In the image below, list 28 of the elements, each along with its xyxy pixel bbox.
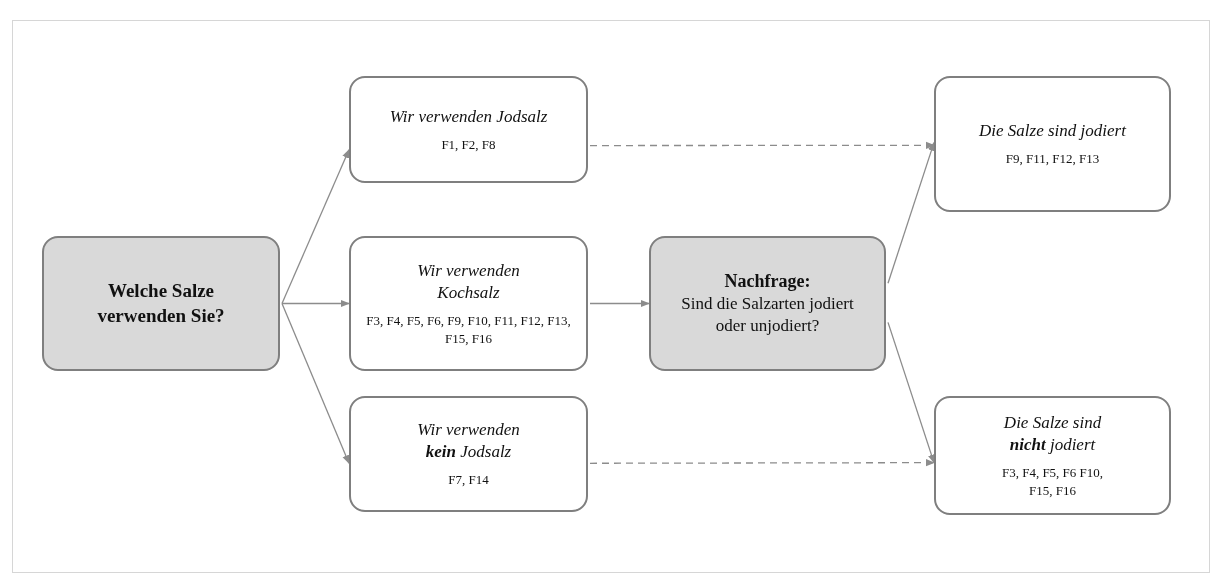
answer-box bbox=[349, 396, 588, 512]
box-heading: Wir verwenden kein Jodsalz bbox=[416, 419, 521, 464]
answer-box bbox=[934, 396, 1171, 515]
respondent-list: F1, F2, F8 bbox=[441, 135, 496, 154]
arrow bbox=[281, 302, 350, 465]
respondent-list: F7, F14 bbox=[448, 471, 489, 489]
question-box bbox=[42, 236, 280, 371]
question-box bbox=[649, 236, 886, 371]
answer-box bbox=[349, 76, 588, 183]
respondent-list: F3, F4, F5, F6, F9, F10, F11, F12, F13, F15, F16 bbox=[366, 312, 571, 348]
box-heading: Nachfrage: bbox=[724, 269, 811, 293]
answer-box bbox=[934, 76, 1171, 212]
arrow bbox=[281, 149, 350, 305]
arrow bbox=[589, 299, 650, 308]
box-heading: Wir verwenden Kochsalz bbox=[416, 259, 521, 304]
respondent-list: F9, F11, F12, F13 bbox=[1005, 150, 1100, 168]
box-heading: Die Salze sind jodiert bbox=[979, 120, 1126, 143]
arrow bbox=[887, 321, 935, 464]
box-heading: Die Salze sind nicht jodiert bbox=[1002, 411, 1103, 456]
answer-box bbox=[349, 236, 588, 371]
dashed-arrow bbox=[589, 459, 935, 467]
box-heading: Welche Salze verwenden Sie? bbox=[96, 278, 226, 328]
arrow bbox=[887, 141, 935, 284]
question-text: Sind die Salzarten jodiert oder unjodiert? bbox=[680, 293, 855, 338]
box-heading: Wir verwenden Jodsalz bbox=[389, 105, 548, 128]
respondent-list: F3, F4, F5, F6 F10, F15, F16 bbox=[990, 464, 1115, 500]
dashed-arrow bbox=[589, 141, 935, 149]
arrow bbox=[281, 299, 350, 308]
